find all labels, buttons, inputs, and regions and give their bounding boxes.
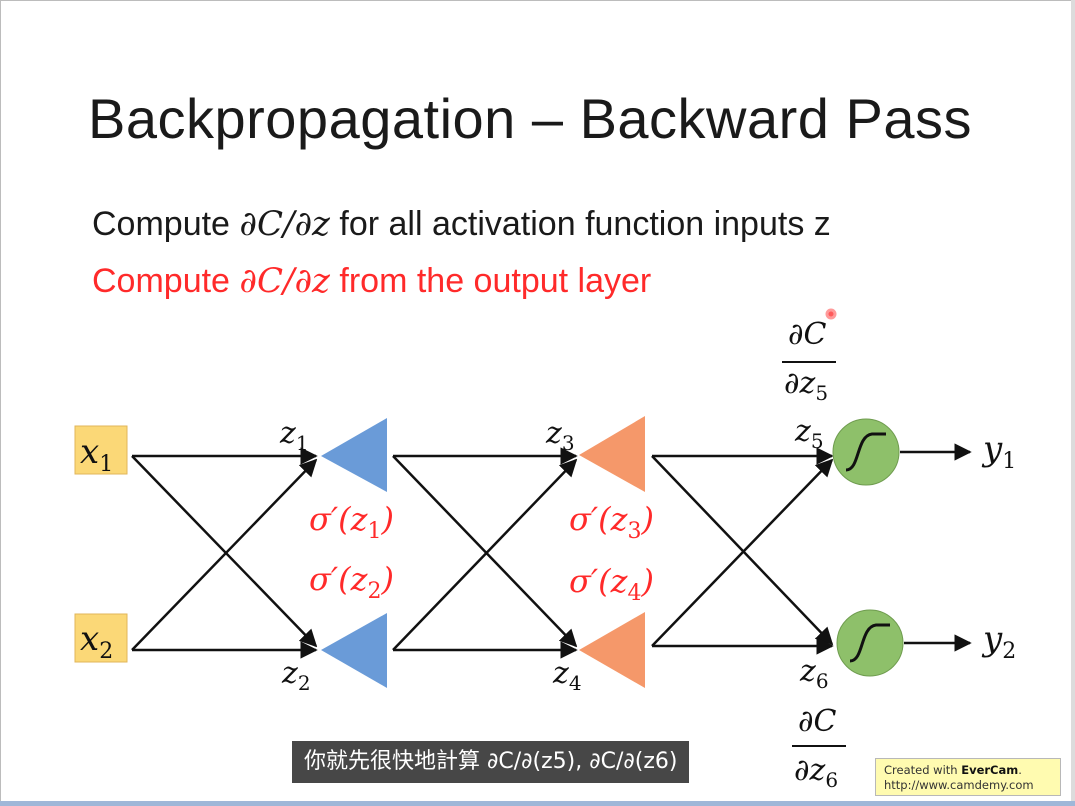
video-subtitle: 你就先很快地計算 ∂C/∂(z5), ∂C/∂(z6) (292, 741, 690, 783)
z-label-4: z4 (552, 656, 582, 695)
sigma-prime-z3: σ′(z3) (569, 500, 654, 544)
sigma-prime-z2: σ′(z2) (309, 560, 394, 604)
partial-derivative-math: ∂C/∂z (239, 261, 330, 301)
input-label-x2: x2 (80, 619, 113, 664)
edge-x1-z2 (131, 455, 318, 648)
bullet-text: from the output layer (329, 262, 652, 300)
sigmoid-icon (845, 432, 886, 472)
z-label-6: z6 (799, 654, 829, 693)
fraction-bottom-denominator: ∂z6 (794, 753, 838, 792)
sigma-prime-z4: σ′(z4) (569, 562, 654, 606)
fraction-bottom-numerator: ∂C (798, 704, 837, 739)
sigma-prime-z1: σ′(z1) (309, 500, 394, 544)
neuron-triangle-3 (579, 416, 645, 492)
output-node-1 (832, 418, 900, 486)
watermark-line-1: Created with EverCam. (884, 763, 1022, 777)
neuron-triangle-4 (579, 612, 645, 688)
neuron-triangle-2 (321, 613, 387, 688)
window-edge (1071, 0, 1075, 806)
bullet-text: for all activation function inputs z (329, 205, 831, 243)
output-label-y2: y2 (981, 619, 1016, 664)
output-node-2 (836, 609, 904, 677)
evercam-watermark[interactable]: Created with EverCam. http://www.camdemy… (875, 758, 1061, 796)
sigmoid-icon (849, 623, 890, 663)
z-label-3: z3 (545, 416, 575, 455)
input-box-x2 (74, 613, 128, 663)
bullet-text: Compute (92, 205, 240, 243)
neuron-triangle-1 (321, 418, 387, 492)
partial-derivative-math: ∂C/∂z (239, 204, 330, 244)
edge-x2-z1 (131, 458, 318, 651)
z-label-1: z1 (279, 416, 309, 455)
edge-l2b-z5 (651, 458, 834, 647)
watermark-url: http://www.camdemy.com (884, 778, 1034, 792)
input-box-x1 (74, 425, 128, 475)
edge-l1b-z3 (392, 458, 578, 651)
input-label-x1: x1 (80, 432, 113, 477)
z-label-2: z2 (281, 656, 311, 695)
fraction-top-numerator: ∂C (788, 317, 827, 352)
z-label-5: z5 (794, 414, 824, 453)
bullet-compute-all: Compute ∂C/∂z for all activation functio… (92, 204, 831, 244)
laser-pointer-dot (825, 308, 837, 320)
bullet-text: Compute (92, 262, 240, 300)
slide-title: Backpropagation – Backward Pass (88, 87, 972, 150)
fraction-top-denominator: ∂z5 (784, 366, 828, 405)
video-progress-edge (0, 801, 1075, 806)
bullet-compute-output: Compute ∂C/∂z from the output layer (92, 261, 651, 301)
edge-l1a-z4 (392, 455, 578, 648)
edge-l2a-z6 (651, 455, 834, 646)
output-label-y1: y1 (981, 429, 1016, 474)
